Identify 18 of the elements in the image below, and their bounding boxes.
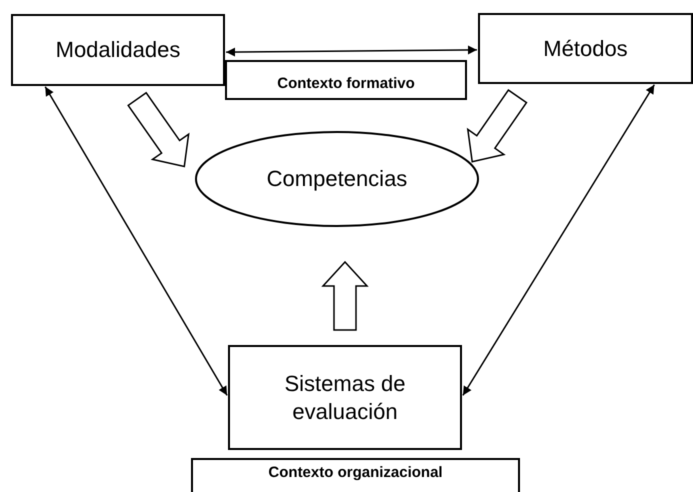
process-box	[228, 345, 462, 450]
process-box	[11, 14, 225, 86]
arrow	[226, 46, 477, 57]
block-arrow	[466, 89, 528, 163]
context-box	[225, 60, 467, 100]
block-arrow	[321, 260, 369, 331]
arrow	[44, 86, 228, 396]
node-label: Modalidades	[56, 36, 180, 64]
process-box	[478, 13, 693, 84]
node-label: Contexto organizacional	[268, 464, 443, 482]
ellipse-node	[195, 131, 479, 227]
node-label: Métodos	[543, 34, 628, 62]
node-label: Contexto formativo	[277, 74, 415, 94]
block-arrow	[127, 92, 190, 168]
arrow	[462, 84, 655, 396]
context-box	[191, 458, 520, 492]
node-label: Competencias	[266, 165, 408, 193]
node-label: Sistemas de evaluación	[283, 370, 407, 425]
